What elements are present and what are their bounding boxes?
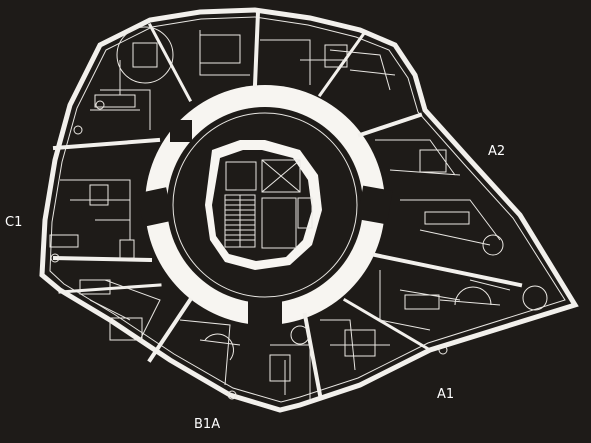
central-core [136,85,393,328]
furniture [49,26,548,400]
unit-label-a2: A2 [488,144,505,159]
unit-label-a1: A1 [437,387,454,402]
unit-label-c1: C1 [5,215,22,230]
unit-label-b1a: B1A [194,417,220,432]
lift-shaft [261,159,301,193]
party-walls [52,9,523,398]
stair-core [224,194,256,248]
